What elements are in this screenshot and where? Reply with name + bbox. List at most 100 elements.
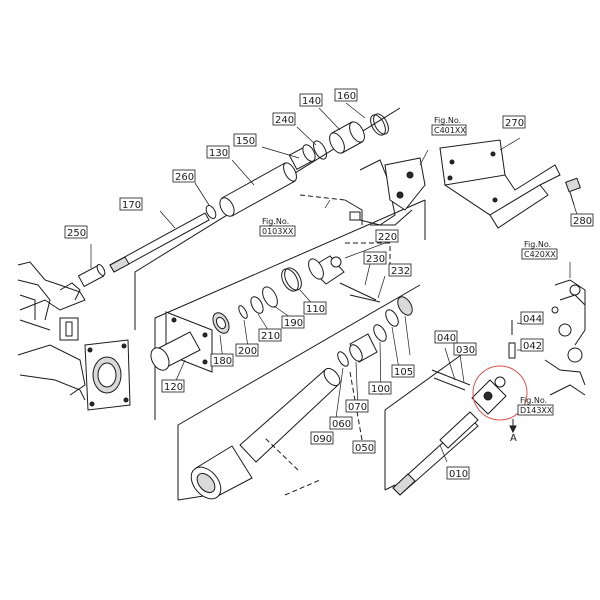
part-callout-240[interactable]: 240 [272,112,296,126]
part-callout-box [520,338,544,352]
part-callout-060[interactable]: 060 [329,416,353,430]
part-callout-box [258,328,282,342]
fig-ref-prefix: Fig.No. [434,116,461,125]
part-number-label: 280 [573,216,592,227]
part-callout-box [206,145,230,159]
part-callout-130[interactable]: 130 [206,145,230,159]
part-callout-232[interactable]: 232 [388,263,412,277]
middle-assembly [150,242,391,386]
part-number-label: 050 [355,443,374,454]
right-frame-structure [544,262,586,396]
part-number-label: 105 [394,367,413,378]
part-callout-044[interactable]: 044 [520,311,544,325]
part-callout-box [272,112,296,126]
figure-ref-c401: Fig.No. C401XX [431,116,467,136]
part-number-label: 140 [302,96,321,107]
part-callout-box [281,315,305,329]
part-callout-050[interactable]: 050 [352,440,376,454]
part-callout-box [310,431,334,445]
figure-ref-0103: Fig.No. 0103XX [259,217,296,237]
part-callout-100[interactable]: 100 [368,381,392,395]
part-callout-280[interactable]: 280 [570,213,594,227]
steering-shaft-assembly [392,320,528,496]
part-callout-270[interactable]: 270 [502,115,526,129]
bracket-assembly [439,137,581,229]
part-callout-box [352,440,376,454]
fig-ref-prefix: Fig.No. [520,396,547,405]
part-number-label: 060 [332,419,351,430]
part-number-label: 120 [164,382,183,393]
fig-ref-number: 0103XX [262,227,294,236]
part-number-label: 130 [209,148,228,159]
part-callout-070[interactable]: 070 [345,399,369,413]
part-callout-105[interactable]: 105 [391,364,415,378]
part-number-label: 250 [67,228,86,239]
part-number-label: 270 [505,118,524,129]
part-callout-box [119,197,143,211]
part-callout-042[interactable]: 042 [520,338,544,352]
part-number-label: 200 [238,346,257,357]
part-callout-160[interactable]: 160 [334,88,358,102]
part-number-label: 110 [306,304,325,315]
part-callout-040[interactable]: 040 [434,330,458,344]
part-callout-150[interactable]: 150 [233,133,257,147]
left-frame-structure [17,261,131,411]
part-callout-box [391,364,415,378]
part-number-label: 240 [275,115,294,126]
part-callout-220[interactable]: 220 [375,229,399,243]
part-number-label: 260 [175,172,194,183]
part-callout-box [363,251,387,265]
part-callout-box [453,342,477,356]
part-number-label: 232 [391,266,410,277]
part-callout-box [446,466,470,480]
part-number-label: 180 [213,356,232,367]
upper-shaft-assembly [77,102,389,288]
part-callout-200[interactable]: 200 [235,343,259,357]
part-callout-box [388,263,412,277]
part-number-label: 230 [366,254,385,265]
part-callout-box [233,133,257,147]
highlight-circle [472,365,528,421]
center-mount-structure [324,149,429,226]
part-callout-190[interactable]: 190 [281,315,305,329]
part-callout-090[interactable]: 090 [310,431,334,445]
part-callout-box [235,343,259,357]
part-callout-140[interactable]: 140 [299,93,323,107]
fig-ref-prefix: Fig.No. [262,217,289,226]
part-callouts: 160 140 240 150 130 260 170 250 270 280 220 230 232 1… [64,88,594,480]
part-callout-250[interactable]: 250 [64,225,88,239]
part-number-label: 210 [261,331,280,342]
part-number-label: 030 [456,345,475,356]
part-callout-180[interactable]: 180 [210,353,234,367]
part-number-label: 010 [449,469,468,480]
part-callout-210[interactable]: 210 [258,328,282,342]
part-callout-120[interactable]: 120 [161,379,185,393]
part-callout-box [329,416,353,430]
part-callout-110[interactable]: 110 [303,301,327,315]
fig-ref-prefix: Fig.No. [524,240,551,249]
part-callout-box [434,330,458,344]
part-number-label: 090 [313,434,332,445]
fig-ref-number: C420XX [524,250,556,259]
part-callout-010[interactable]: 010 [446,466,470,480]
part-callout-box [210,353,234,367]
figure-ref-d143: Fig.No. D143XX [517,396,554,416]
part-number-label: 170 [122,200,141,211]
part-callout-box [345,399,369,413]
part-callout-230[interactable]: 230 [363,251,387,265]
centerline [299,194,346,201]
part-callout-box [368,381,392,395]
part-callout-170[interactable]: 170 [119,197,143,211]
part-callout-box [303,301,327,315]
part-number-label: 150 [236,136,255,147]
part-number-label: 160 [337,91,356,102]
part-callout-260[interactable]: 260 [172,169,196,183]
part-callout-030[interactable]: 030 [453,342,477,356]
part-number-label: 190 [284,318,303,329]
part-number-label: 100 [371,384,390,395]
part-callout-box [64,225,88,239]
part-number-label: 042 [523,341,542,352]
part-callout-box [375,229,399,243]
